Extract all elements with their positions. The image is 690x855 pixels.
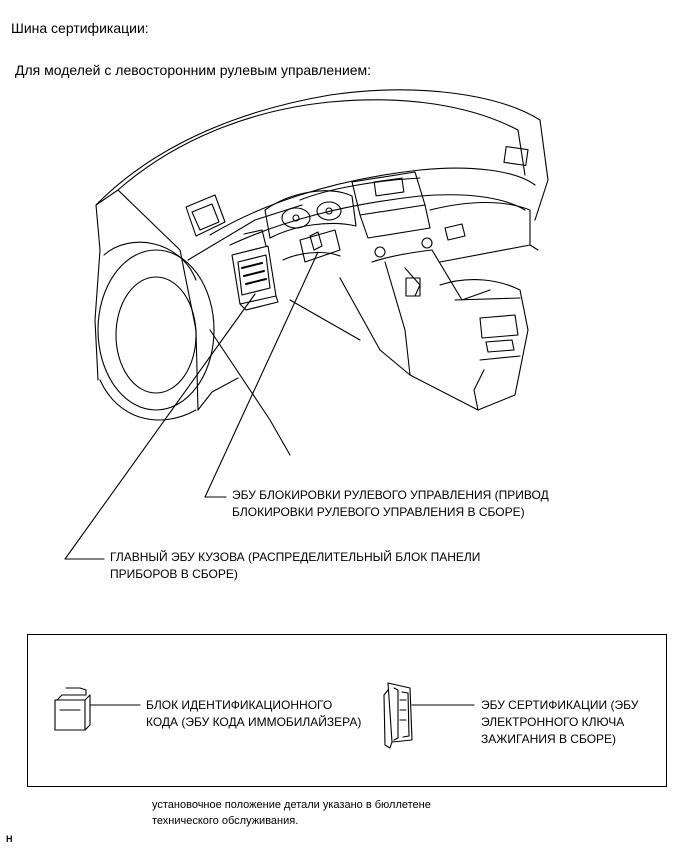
a-pillar-door-frame bbox=[94, 189, 303, 456]
body-ecu-leader bbox=[64, 293, 256, 560]
page-title: Шина сертификации: bbox=[11, 20, 149, 36]
steering-lock-ecu-line1: ЭБУ БЛОКИРОВКИ РУЛЕВОГО УПРАВЛЕНИЯ (ПРИВ… bbox=[232, 488, 549, 502]
passenger-dashboard bbox=[429, 202, 539, 263]
instrument-cluster bbox=[264, 190, 357, 239]
dashboard-top bbox=[209, 145, 536, 246]
main-body-ecu-label: ГЛАВНЫЙ ЭБУ КУЗОВА (РАСПРЕДЕЛИТЕЛЬНЫЙ БЛ… bbox=[110, 549, 480, 583]
junction-block-component bbox=[231, 229, 279, 311]
steering-lock-ecu-line2: БЛОКИРОВКИ РУЛЕВОГО УПРАВЛЕНИЯ В СБОРЕ) bbox=[232, 505, 525, 519]
footnote-line1: установочное положение детали указано в … bbox=[152, 799, 431, 811]
id-code-box-label: БЛОК ИДЕНТИФИКАЦИОННОГО КОДА (ЭБУ КОДА И… bbox=[146, 697, 361, 731]
floor-lines bbox=[289, 277, 411, 376]
certification-ecu-line1: ЭБУ СЕРТИФИКАЦИИ (ЭБУ bbox=[481, 698, 639, 712]
front-wheel-arch bbox=[97, 241, 215, 421]
center-stack bbox=[351, 171, 433, 263]
steering-lock-ecu-label: ЭБУ БЛОКИРОВКИ РУЛЕВОГО УПРАВЛЕНИЯ (ПРИВ… bbox=[232, 487, 549, 521]
page-subtitle: Для моделей с левосторонним рулевым упра… bbox=[15, 62, 372, 78]
id-code-box-line1: БЛОК ИДЕНТИФИКАЦИОННОГО bbox=[146, 698, 333, 712]
leader-lines bbox=[64, 251, 319, 560]
certification-ecu-line3: ЗАЖИГАНИЯ В СБОРЕ) bbox=[481, 732, 617, 746]
main-body-ecu-line2: ПРИБОРОВ В СБОРЕ) bbox=[110, 567, 238, 581]
certification-ecu-line2: ЭЛЕКТРОННОГО КЛЮЧА bbox=[481, 715, 625, 729]
component-legend-box bbox=[27, 634, 667, 787]
certification-ecu-icon bbox=[383, 682, 475, 749]
windshield-outline bbox=[95, 89, 549, 221]
footnote-line2: технического обслуживания. bbox=[152, 815, 299, 827]
certification-ecu-label: ЭБУ СЕРТИФИКАЦИИ (ЭБУ ЭЛЕКТРОННОГО КЛЮЧА… bbox=[481, 697, 638, 748]
side-mirror bbox=[185, 194, 226, 237]
installation-footnote: установочное положение детали указано в … bbox=[152, 797, 431, 829]
id-code-box-icon bbox=[54, 687, 141, 731]
center-console bbox=[384, 249, 529, 411]
figure-marker: H bbox=[6, 834, 13, 844]
main-body-ecu-line1: ГЛАВНЫЙ ЭБУ КУЗОВА (РАСПРЕДЕЛИТЕЛЬНЫЙ БЛ… bbox=[110, 550, 481, 564]
steering-column bbox=[282, 229, 341, 263]
id-code-box-line2: КОДА (ЭБУ КОДА ИММОБИЛАЙЗЕРА) bbox=[146, 715, 362, 729]
steering-lock-leader bbox=[204, 251, 319, 498]
